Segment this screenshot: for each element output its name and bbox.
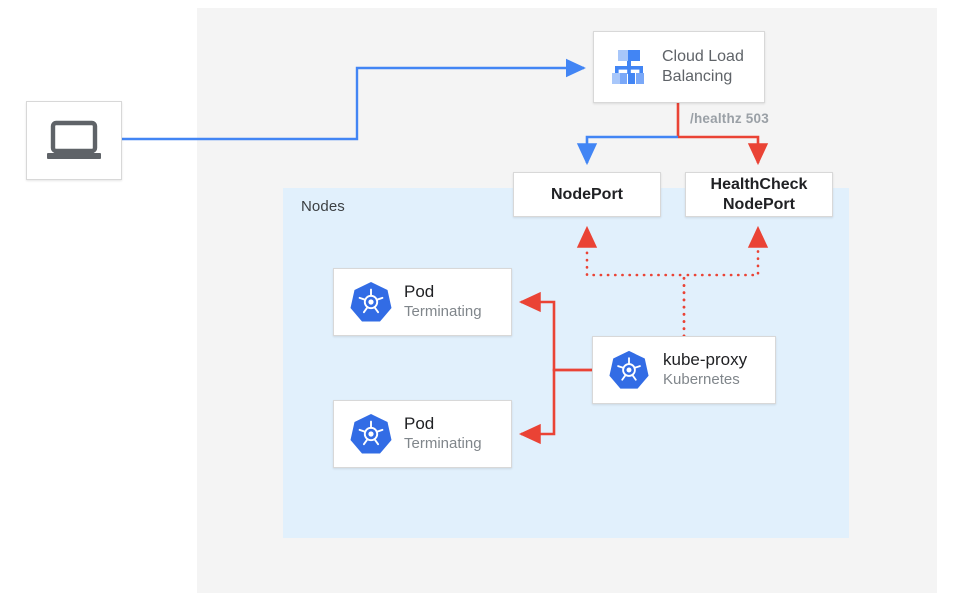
edge-kubeproxy-to-pod1 [518, 291, 592, 372]
healthcheck-nodeport-label-line2: NodePort [722, 195, 795, 213]
pod-1-title: Pod [404, 282, 435, 302]
kubernetes-icon [348, 280, 394, 324]
healthcheck-nodeport-node[interactable]: HealthCheck NodePort [685, 172, 833, 217]
kubernetes-icon [348, 412, 394, 456]
laptop-icon [45, 119, 103, 163]
cloud-load-balancing-icon [606, 48, 652, 86]
pod-node-2[interactable]: Pod Terminating [333, 400, 512, 468]
cloud-load-balancing-node[interactable]: Cloud Load Balancing [593, 31, 765, 103]
pod-node-1[interactable]: Pod Terminating [333, 268, 512, 336]
healthcheck-nodeport-label-line1: HealthCheck [710, 176, 808, 194]
nodes-region-label: Nodes [301, 198, 345, 215]
pod-2-title: Pod [404, 414, 435, 434]
kube-proxy-title: kube-proxy [663, 350, 748, 370]
kubernetes-icon [607, 349, 651, 391]
edge-loadbalancer-to-healthcheck-nodeport [678, 135, 769, 166]
edge-loadbalancer-to-nodeport [576, 135, 678, 166]
client-node[interactable] [26, 101, 122, 180]
kube-proxy-node[interactable]: kube-proxy Kubernetes [592, 336, 776, 404]
nodeport-node[interactable]: NodePort [513, 172, 661, 217]
healthz-status-label: /healthz 503 [690, 111, 769, 126]
edge-kubeproxy-to-pod2 [518, 368, 592, 445]
edge-kubeproxy-to-nodeport [576, 225, 686, 338]
edge-kubeproxy-to-healthcheck-nodeport [682, 225, 769, 338]
cloud-load-balancing-title-line1: Cloud Load [662, 48, 744, 66]
cloud-load-balancing-title-line2: Balancing [662, 68, 733, 85]
nodeport-label: NodePort [551, 185, 623, 203]
edge-client-to-loadbalancer [122, 58, 586, 141]
pod-1-subtitle: Terminating [404, 303, 482, 321]
pod-2-subtitle: Terminating [404, 435, 482, 453]
kube-proxy-subtitle: Kubernetes [663, 371, 740, 389]
